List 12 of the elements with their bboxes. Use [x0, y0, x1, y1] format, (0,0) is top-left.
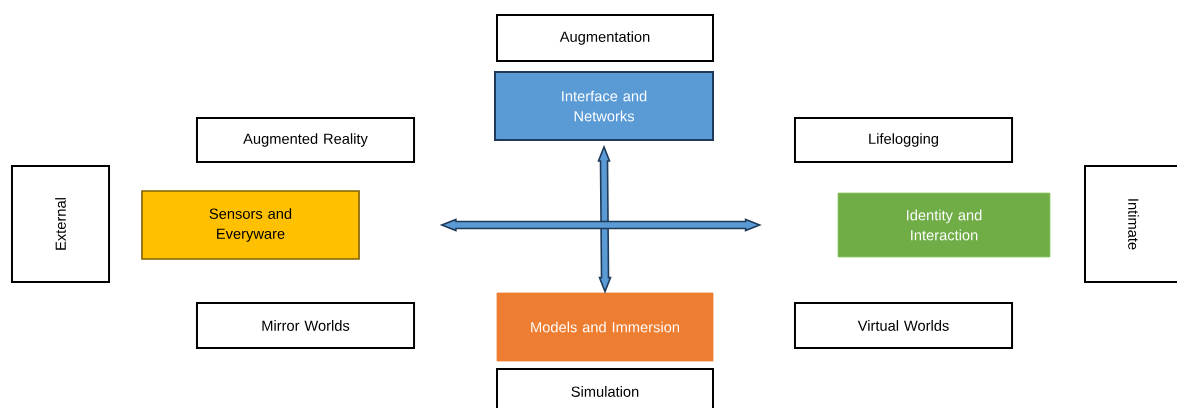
label-box: Simulation: [496, 367, 714, 408]
label-box: Lifelogging: [793, 117, 1014, 163]
category-box: Sensors and Everyware: [141, 190, 360, 260]
label-box: Virtual Worlds: [793, 301, 1014, 350]
category-box: Identity and Interaction: [837, 192, 1051, 258]
label-box: Mirror Worlds: [196, 301, 416, 350]
category-box: Models and Immersion: [496, 292, 714, 362]
category-box: Interface and Networks: [494, 71, 714, 141]
label-box: Intimate: [1084, 165, 1177, 283]
label-box: Augmented Reality: [196, 117, 416, 163]
label-box: Augmentation: [496, 14, 714, 62]
label-box: External: [10, 165, 111, 283]
